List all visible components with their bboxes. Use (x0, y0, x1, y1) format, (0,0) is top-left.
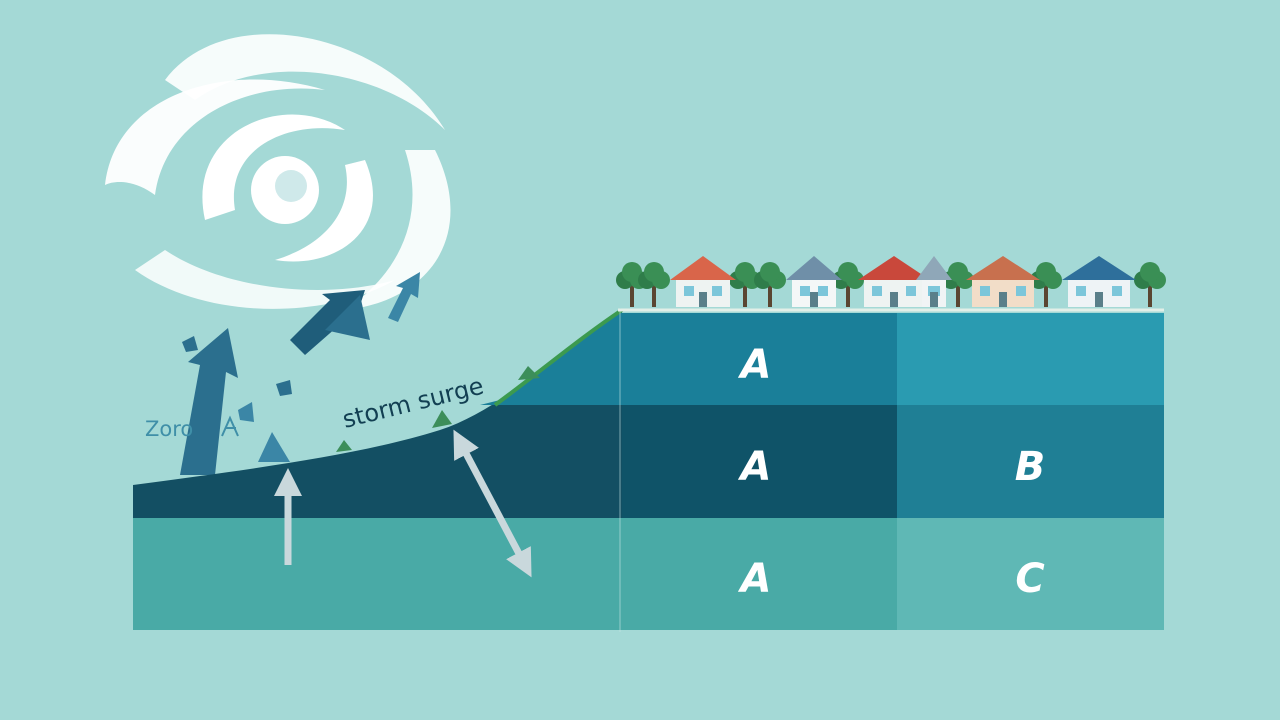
zone-label-row3-col1: A (738, 556, 772, 602)
debris-icon (258, 432, 290, 462)
debris-icon (238, 402, 254, 422)
lower-ground-band (133, 518, 622, 630)
pointer-icon (221, 415, 239, 437)
zone-cell-row1-col2 (897, 313, 1164, 405)
shoreline-grass (493, 308, 624, 407)
wind-debris-group (180, 272, 420, 475)
zone-label-row2-col1: A (738, 444, 772, 490)
zone-label-row3-col2: C (1015, 556, 1044, 602)
wind-arrow-icon (325, 295, 370, 340)
flood-zone-grid: A A B A C (618, 308, 1164, 632)
tree-icon (754, 262, 786, 307)
tree-icon (638, 262, 670, 307)
zone-cell-row3-col2 (897, 518, 1164, 630)
tree-icon (832, 262, 864, 307)
grass-tuft (518, 366, 540, 380)
tree-icon (942, 262, 974, 307)
house-icon (916, 256, 952, 307)
grass-tuft (432, 410, 452, 428)
zone-cell-row1-col1 (622, 313, 897, 405)
debris-icon (182, 336, 198, 352)
double-arrow-icon (453, 429, 532, 578)
grass-tuft (336, 440, 352, 452)
tree-icon (1134, 262, 1166, 307)
zone-cell-row2-col1 (622, 405, 897, 518)
tree-icon (1030, 262, 1062, 307)
zone-label-row2-col2: B (1015, 444, 1046, 490)
house-icon (966, 256, 1040, 307)
town-group (616, 256, 1166, 307)
hurricane-swirl-icon (105, 34, 451, 310)
debris-icon (276, 380, 292, 396)
wind-arrow-icon (388, 272, 420, 322)
tree-icon (616, 262, 648, 307)
house-icon (1062, 256, 1136, 307)
zone-label: Zoro (145, 417, 193, 441)
zone-label-row1-col1: A (738, 342, 772, 388)
zone-cell-row2-col2 (897, 405, 1164, 518)
house-icon (858, 256, 930, 307)
wind-arrow-icon (290, 290, 365, 355)
house-icon (786, 256, 842, 307)
house-icon (670, 256, 736, 307)
wind-arrow-icon (180, 328, 238, 475)
zone-cell-row3-col1 (622, 518, 897, 630)
